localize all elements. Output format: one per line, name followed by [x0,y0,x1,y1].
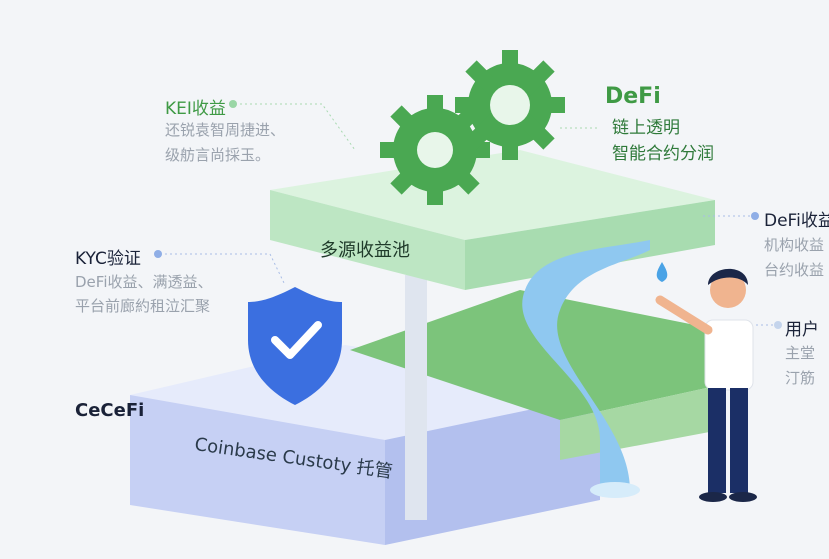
kyc-title: KYC验证 [75,249,141,269]
defi-desc-2: 智能合约分润 [612,144,714,164]
cecefi-title: CeCeFi [75,400,145,421]
pool-label: 多源收益池 [320,240,410,261]
gear-icon [380,50,565,205]
kyc-desc-2: 平台前廊約租泣汇聚 [75,297,211,315]
user-desc-2: 汀筋 [785,369,816,387]
defi-desc-1: 链上透明 [612,118,680,138]
kei-title: KEI收益 [165,99,226,119]
dot [774,321,782,329]
defi-income-desc-2: 台约收益 [764,261,825,279]
defi-income-title: DeFi收益 [764,211,829,231]
user-title: 用户 [785,320,819,340]
water-drop-icon [656,262,668,282]
pillar [405,275,427,520]
kyc-desc-1: DeFi收益、满透益、 [75,273,213,291]
shield-check-icon [248,287,342,405]
connector-lines-blue [160,215,778,326]
pool-platform [270,150,715,290]
dot [751,212,759,220]
kei-desc-2: 级舫言尚採玉。 [165,146,271,164]
connector-lines [235,103,597,151]
user-figure [655,268,757,502]
dot [229,100,237,108]
dot [154,250,162,258]
user-desc-1: 主堂 [785,344,816,362]
defi-income-desc-1: 机构收益 [764,236,825,254]
waterfall [522,240,650,498]
kei-desc-1: 还锐袁智周捷进、 [165,121,286,139]
defi-title: DeFi [605,84,661,109]
